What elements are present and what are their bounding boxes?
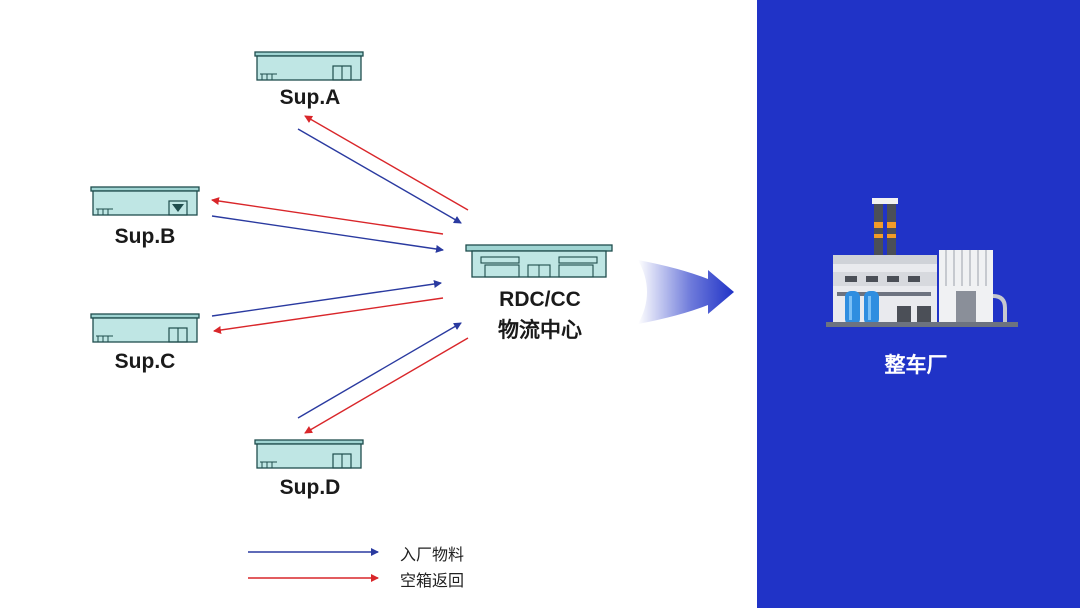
plant-label: 整车厂 xyxy=(884,354,948,377)
sup-d-label: Sup.D xyxy=(279,476,341,499)
sup-a-building-icon xyxy=(254,51,364,81)
arrow-inbound-sup-a xyxy=(297,128,462,224)
legend-inbound-label: 入厂物料 xyxy=(400,547,465,564)
sup-c-building-icon xyxy=(90,313,200,343)
sup-b-label: Sup.B xyxy=(114,225,176,248)
arrow-inbound-sup-d xyxy=(297,322,462,419)
arrow-inbound-sup-b xyxy=(211,215,444,253)
arrow-inbound-sup-c xyxy=(211,280,442,317)
legend-return-label: 空箱返回 xyxy=(400,573,465,590)
rdc-label-line2: 物流中心 xyxy=(498,319,582,342)
arrow-return-sup-d xyxy=(304,337,469,434)
arrow-return-sup-c xyxy=(213,297,444,334)
sup-b-building-icon xyxy=(90,186,200,216)
factory-icon xyxy=(826,198,1018,327)
sup-a-label: Sup.A xyxy=(279,86,341,109)
rdc-label-line1: RDC/CC xyxy=(499,288,581,311)
sup-d-building-icon xyxy=(254,439,364,469)
rdc-warehouse-icon xyxy=(465,244,613,278)
arrow-return-sup-a xyxy=(304,115,469,211)
flow-to-plant-arrow xyxy=(638,260,734,324)
sup-c-label: Sup.C xyxy=(114,350,176,373)
arrow-return-sup-b xyxy=(211,197,444,235)
